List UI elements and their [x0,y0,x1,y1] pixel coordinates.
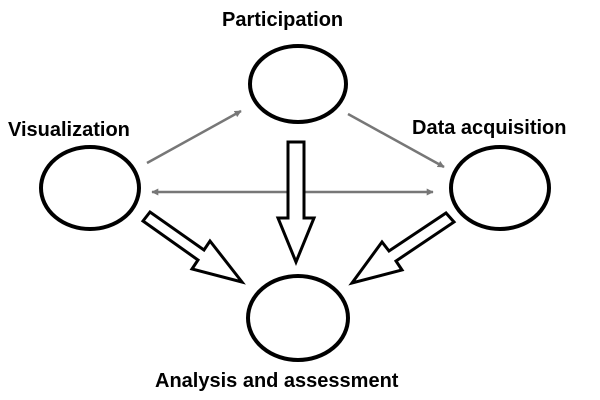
visualization-node [39,145,141,231]
block-arrow-participation-to-analysis [275,140,317,266]
block-arrow-data-acquisition-to-analysis [348,211,457,286]
participation-node [248,44,348,124]
data-acquisition-node [449,145,551,231]
participation-label: Participation [222,9,344,31]
analysis-label: Analysis and assessment [155,370,399,392]
data-acquisition-label: Data acquisition [412,117,567,139]
arrow-participation-to-data-acquisition [347,112,445,169]
arrow-visualization-to-participation [146,109,242,165]
analysis-node [246,274,350,362]
block-arrow-visualization-to-analysis [140,209,246,285]
visualization-label: Visualization [8,119,130,141]
